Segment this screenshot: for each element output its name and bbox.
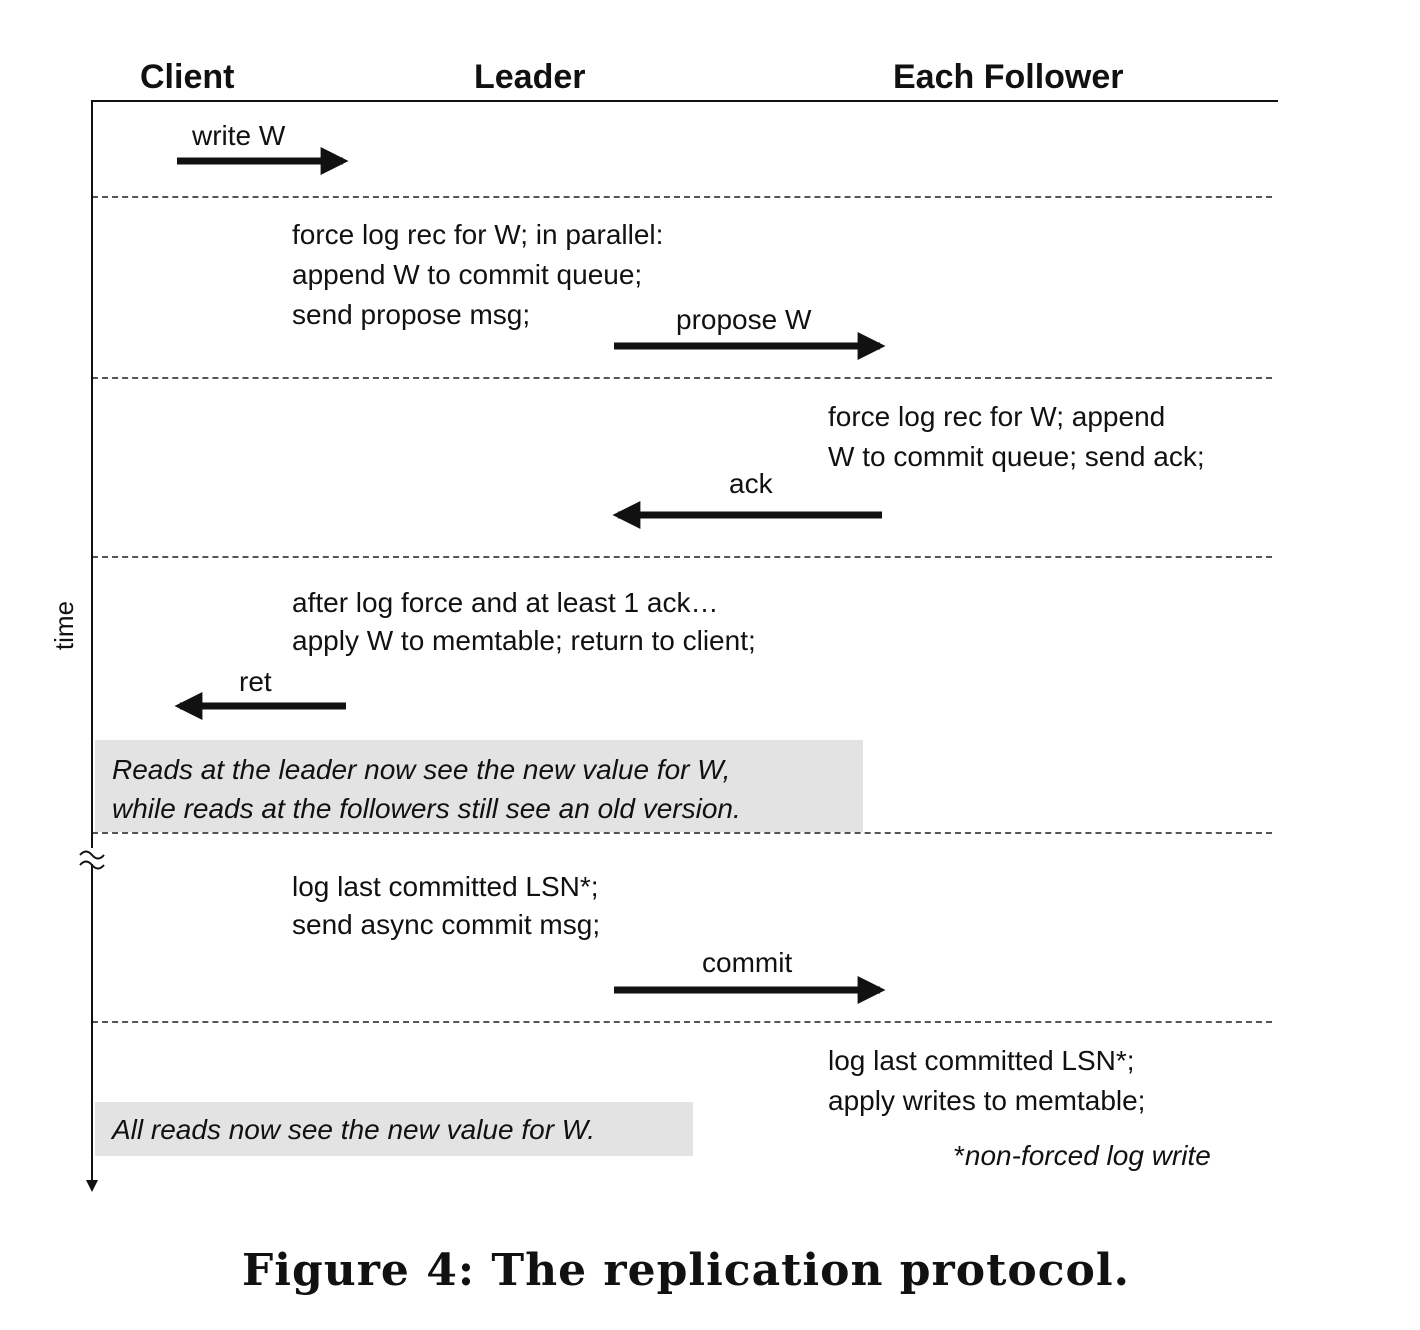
phase-separator bbox=[92, 196, 1272, 198]
phase-separator bbox=[92, 832, 1272, 834]
step-follower-commit-line: apply writes to memtable; bbox=[828, 1085, 1146, 1116]
message-label-commit: commit bbox=[702, 947, 793, 978]
step-leader-force-line: send propose msg; bbox=[292, 299, 531, 330]
message-label-ack: ack bbox=[729, 468, 773, 499]
note-line: while reads at the followers still see a… bbox=[112, 793, 741, 824]
step-leader-force-line: append W to commit queue; bbox=[292, 259, 643, 290]
step-leader-commit-line: log last committed LSN*; bbox=[292, 871, 599, 902]
header-leader: Leader bbox=[474, 58, 586, 96]
step-follower-commit-line: log last committed LSN*; bbox=[828, 1045, 1135, 1076]
note-line: All reads now see the new value for W. bbox=[112, 1114, 595, 1145]
phase-separator bbox=[92, 556, 1272, 558]
note-line: Reads at the leader now see the new valu… bbox=[112, 754, 731, 785]
footnote-star: * bbox=[954, 1140, 965, 1171]
header-client: Client bbox=[140, 58, 235, 96]
header-follower: Each Follower bbox=[893, 58, 1124, 96]
footnote: *non-forced log write bbox=[954, 1136, 1211, 1175]
step-follower-force-line: W to commit queue; send ack; bbox=[828, 441, 1205, 472]
figure-caption: Figure 4: The replication protocol. bbox=[242, 1245, 1130, 1296]
footnote-text: non-forced log write bbox=[964, 1140, 1211, 1171]
note-all-visible: All reads now see the new value for W. bbox=[95, 1102, 693, 1156]
phase-separator bbox=[92, 377, 1272, 379]
message-label-ret: ret bbox=[239, 666, 272, 697]
note-partial-visibility: Reads at the leader now see the new valu… bbox=[95, 740, 863, 832]
time-axis-label: time bbox=[49, 600, 80, 651]
phase-separator bbox=[92, 1021, 1272, 1023]
message-label-write: write W bbox=[192, 120, 286, 151]
header-rule bbox=[92, 100, 1278, 102]
step-leader-apply-line: after log force and at least 1 ack… bbox=[292, 587, 719, 618]
step-leader-force-line: force log rec for W; in parallel: bbox=[292, 219, 664, 250]
message-label-propose: propose W bbox=[676, 304, 812, 335]
step-leader-commit-line: send async commit msg; bbox=[292, 909, 601, 940]
time-axis bbox=[86, 100, 98, 1192]
step-leader-apply-line: apply W to memtable; return to client; bbox=[292, 625, 756, 656]
axis-break-icon bbox=[79, 850, 105, 870]
step-follower-force-line: force log rec for W; append bbox=[828, 401, 1166, 432]
